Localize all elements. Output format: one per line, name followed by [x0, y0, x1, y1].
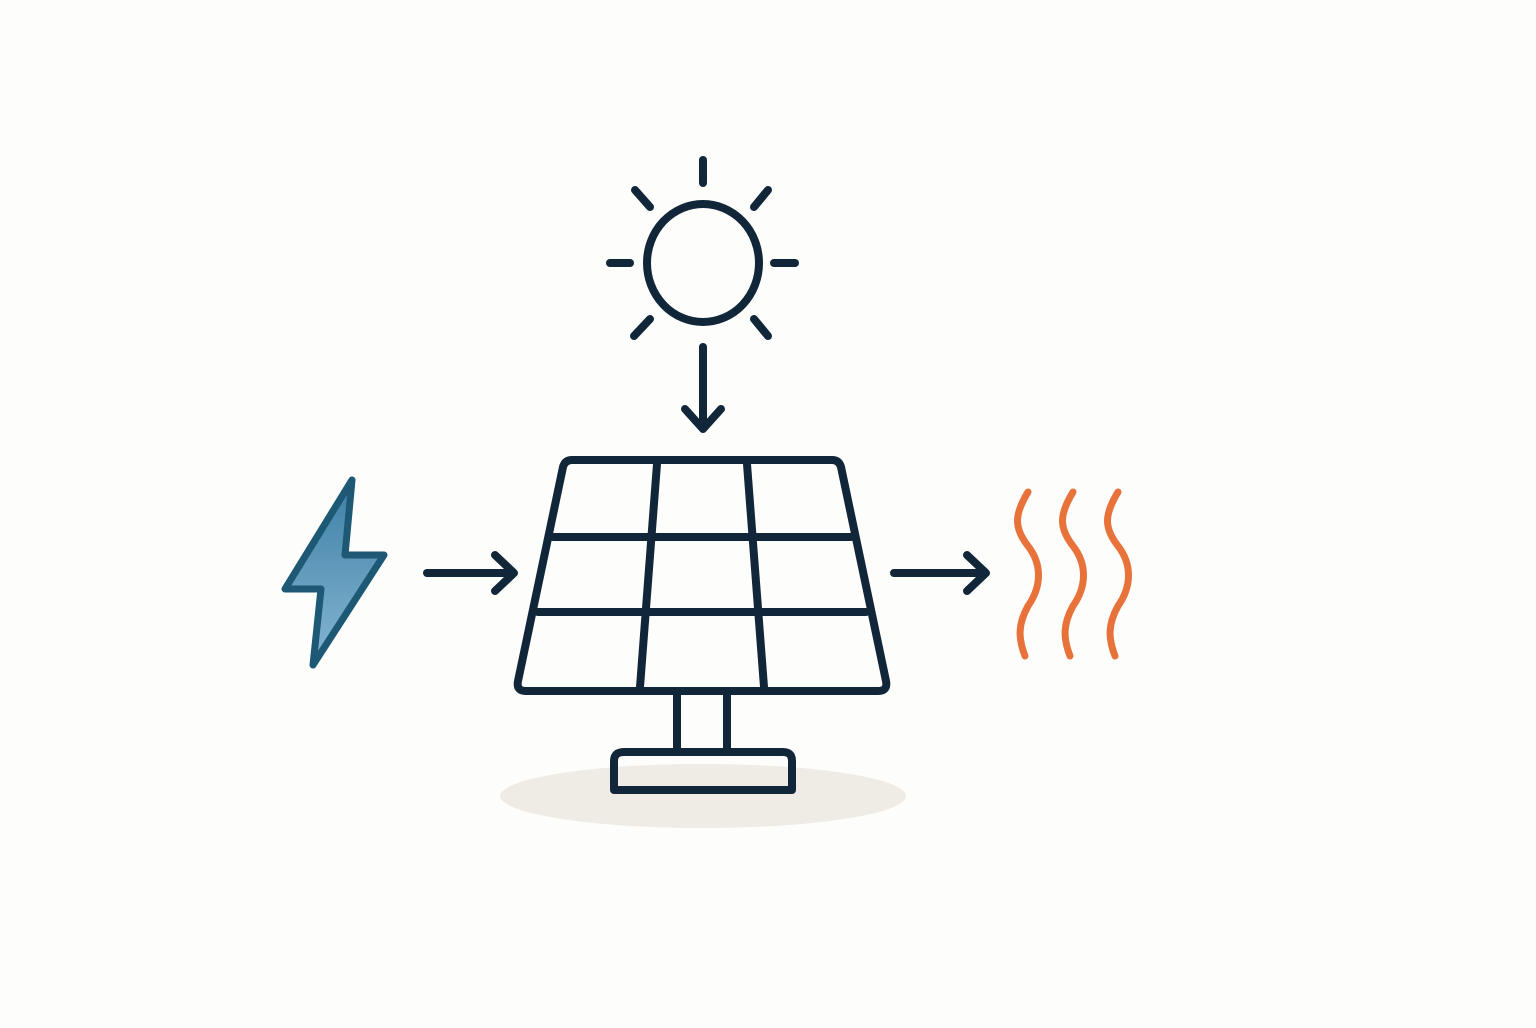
panel-shadow	[500, 764, 906, 828]
sun-ray-top-left	[631, 186, 654, 211]
sun-ray-bottom-right	[750, 315, 772, 340]
panel-frame	[513, 456, 891, 695]
heat-wave-line	[1014, 488, 1042, 660]
sun-ray-top-right	[750, 186, 772, 211]
heat-wave-line	[1104, 488, 1132, 660]
panel-col-divider-1	[636, 460, 661, 691]
arrow-panel-to-heat	[890, 551, 990, 595]
sun-disc	[643, 200, 763, 326]
arrow-sun-to-panel	[681, 343, 725, 433]
sun-ray-bottom-left	[630, 315, 654, 340]
solar-panel-icon	[513, 456, 891, 794]
heat-wave-line	[1059, 488, 1087, 660]
arrowhead-down	[681, 405, 725, 433]
heat-waves-icon	[1014, 488, 1132, 660]
sun-icon	[606, 156, 799, 340]
lightning-bolt-icon	[281, 476, 388, 669]
panel-col-divider-2	[743, 460, 768, 691]
arrowhead-right	[963, 551, 990, 595]
arrow-electricity-to-panel	[423, 551, 518, 595]
arrowhead-right	[491, 551, 518, 595]
panel-base	[610, 748, 796, 794]
